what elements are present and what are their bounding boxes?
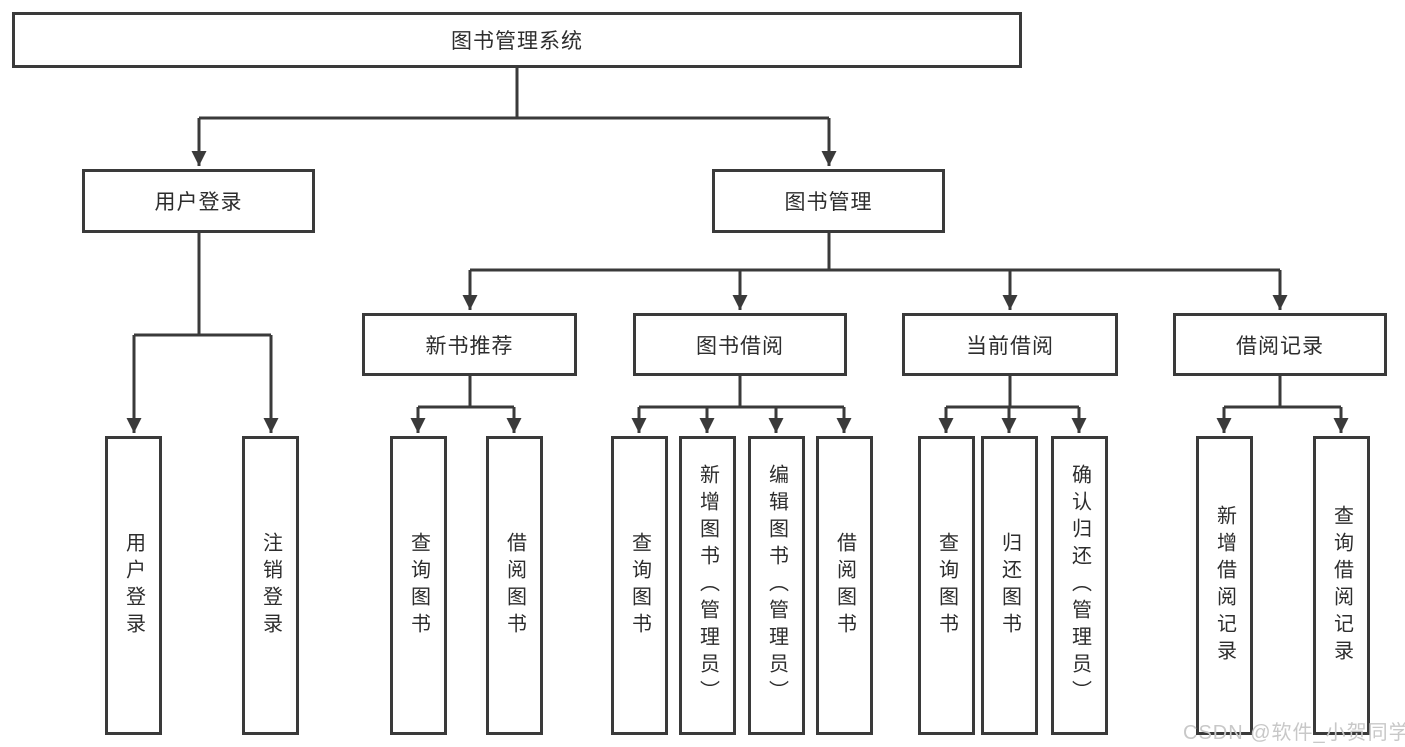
leaf-add-borrow-record: 新增借阅记录	[1196, 436, 1253, 735]
leaf-borrow-query-book-label: 查询图书	[628, 531, 651, 640]
leaf-recommend-borrow-book: 借阅图书	[486, 436, 543, 735]
leaf-confirm-return-admin: 确认归还（管理员）	[1051, 436, 1108, 735]
leaf-edit-book-admin-label: 编辑图书（管理员）	[765, 464, 788, 707]
leaf-confirm-return-admin-label: 确认归还（管理员）	[1068, 464, 1091, 707]
leaf-recommend-query-book: 查询图书	[390, 436, 447, 735]
leaf-return-book-label: 归还图书	[998, 531, 1021, 640]
node-current-borrow-label: 当前借阅	[966, 334, 1054, 358]
leaf-user-login-label: 用户登录	[122, 531, 145, 640]
node-new-book-recommend-label: 新书推荐	[425, 334, 514, 358]
leaf-current-query-book: 查询图书	[918, 436, 975, 735]
leaf-logout: 注销登录	[242, 436, 299, 735]
leaf-add-borrow-record-label: 新增借阅记录	[1213, 504, 1236, 667]
leaf-logout-label: 注销登录	[259, 531, 282, 640]
node-current-borrow: 当前借阅	[902, 313, 1118, 376]
leaf-recommend-query-book-label: 查询图书	[407, 531, 430, 640]
leaf-query-borrow-record: 查询借阅记录	[1313, 436, 1370, 735]
leaf-add-book-admin: 新增图书（管理员）	[679, 436, 736, 735]
node-book-management-label: 图书管理	[784, 191, 873, 214]
node-book-borrow-label: 图书借阅	[696, 334, 784, 358]
node-borrow-records-label: 借阅记录	[1236, 334, 1324, 358]
node-user-login-label: 用户登录	[154, 191, 243, 214]
node-new-book-recommend: 新书推荐	[362, 313, 577, 376]
leaf-user-login: 用户登录	[105, 436, 162, 735]
leaf-query-borrow-record-label: 查询借阅记录	[1330, 504, 1353, 667]
node-root: 图书管理系统	[12, 12, 1022, 68]
node-book-borrow: 图书借阅	[633, 313, 847, 376]
leaf-recommend-borrow-book-label: 借阅图书	[503, 531, 526, 640]
node-book-management: 图书管理	[712, 169, 945, 233]
leaf-edit-book-admin: 编辑图书（管理员）	[748, 436, 805, 735]
leaf-borrow-book-label: 借阅图书	[833, 531, 856, 640]
leaf-current-query-book-label: 查询图书	[935, 531, 958, 640]
leaf-return-book: 归还图书	[981, 436, 1038, 735]
leaf-borrow-book: 借阅图书	[816, 436, 873, 735]
leaf-borrow-query-book: 查询图书	[611, 436, 668, 735]
node-root-label: 图书管理系统	[451, 30, 583, 53]
node-user-login: 用户登录	[82, 169, 315, 233]
csdn-watermark: CSDN @软件_小贺同学	[1183, 722, 1405, 744]
leaf-add-book-admin-label: 新增图书（管理员）	[696, 464, 719, 707]
node-borrow-records: 借阅记录	[1173, 313, 1387, 376]
